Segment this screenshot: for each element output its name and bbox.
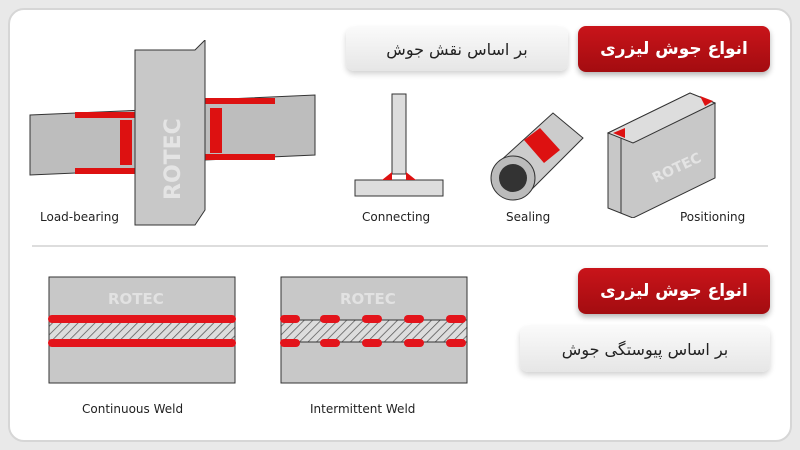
- label-intermittent-weld: Intermittent Weld: [310, 402, 416, 416]
- continuous-weld-illustration: ROTEC: [48, 276, 236, 384]
- watermark: ROTEC: [108, 290, 164, 308]
- intermittent-weld-illustration: ROTEC: [280, 276, 468, 384]
- top-subtitle-badge: بر اساس نقش جوش: [346, 27, 568, 71]
- load-bearing-illustration: ROTEC: [29, 40, 316, 226]
- watermark: ROTEC: [340, 290, 396, 308]
- sealing-illustration: [490, 112, 584, 201]
- label-load-bearing: Load-bearing: [40, 210, 119, 224]
- positioning-illustration: ROTEC: [606, 92, 717, 218]
- bottom-subtitle-badge: بر اساس پیوستگی جوش: [520, 326, 770, 372]
- label-positioning: Positioning: [680, 210, 746, 224]
- connecting-illustration: [354, 93, 444, 197]
- label-continuous-weld: Continuous Weld: [82, 402, 184, 416]
- top-title-badge: انواع جوش لیزری: [578, 26, 770, 72]
- watermark: ROTEC: [161, 118, 186, 200]
- label-connecting: Connecting: [362, 210, 431, 224]
- label-sealing: Sealing: [506, 210, 551, 224]
- section-divider: [32, 245, 768, 247]
- bottom-title-badge: انواع جوش لیزری: [578, 268, 770, 314]
